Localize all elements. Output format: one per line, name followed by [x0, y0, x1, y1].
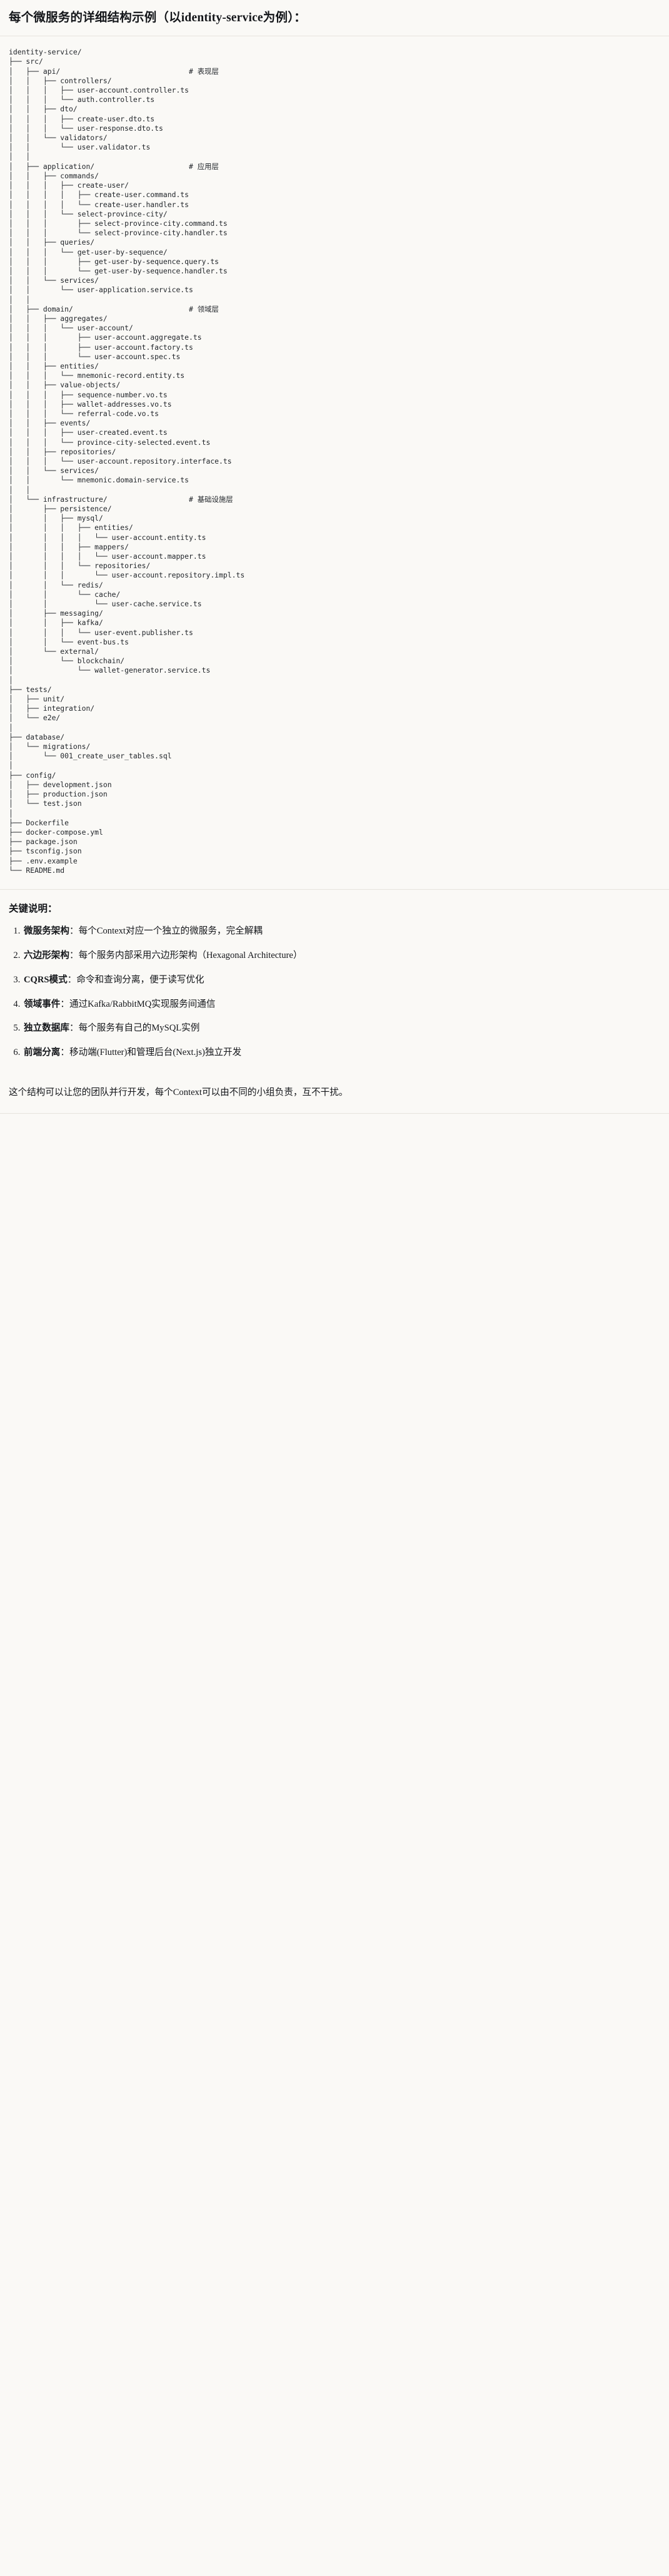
- key-point-item: 六边形架构：每个服务内部采用六边形架构（Hexagonal Architectu…: [23, 949, 660, 963]
- key-point-term: 微服务架构: [24, 925, 69, 936]
- page-title: 每个微服务的详细结构示例（以identity-service为例）：: [9, 11, 306, 24]
- directory-tree-block: identity-service/ ├── src/ │ ├── api/ # …: [0, 36, 669, 889]
- divider-bottom: [0, 1112, 669, 1114]
- key-point-description: ：每个Context对应一个独立的微服务，完全解耦: [69, 925, 263, 936]
- key-point-term: 六边形架构: [24, 950, 69, 960]
- key-points-list: 微服务架构：每个Context对应一个独立的微服务，完全解耦六边形架构：每个服务…: [9, 925, 660, 1060]
- closing-paragraph: 这个结构可以让您的团队并行开发，每个Context可以由不同的小组负责，互不干扰…: [9, 1087, 348, 1098]
- key-point-description: ：通过Kafka/RabbitMQ实现服务间通信: [60, 999, 216, 1009]
- key-point-item: 独立数据库：每个服务有自己的MySQL实例: [23, 1022, 660, 1036]
- key-point-item: CQRS模式：命令和查询分离，便于读写优化: [23, 974, 660, 987]
- key-point-term: CQRS模式: [24, 974, 68, 985]
- key-point-item: 前端分离：移动端(Flutter)和管理后台(Next.js)独立开发: [23, 1046, 660, 1060]
- divider-middle: [0, 888, 669, 890]
- key-point-item: 微服务架构：每个Context对应一个独立的微服务，完全解耦: [23, 925, 660, 939]
- key-point-description: ：移动端(Flutter)和管理后台(Next.js)独立开发: [60, 1047, 242, 1058]
- key-points-section: 关键说明： 微服务架构：每个Context对应一个独立的微服务，完全解耦六边形架…: [0, 890, 669, 1074]
- key-point-description: ：命令和查询分离，便于读写优化: [67, 974, 204, 985]
- key-point-description: ：每个服务内部采用六边形架构（Hexagonal Architecture）: [69, 950, 303, 960]
- key-point-description: ：每个服务有自己的MySQL实例: [69, 1023, 200, 1034]
- key-point-term: 前端分离: [24, 1047, 61, 1058]
- document-page: 每个微服务的详细结构示例（以identity-service为例）： ident…: [0, 0, 669, 1114]
- key-point-item: 领域事件：通过Kafka/RabbitMQ实现服务间通信: [23, 998, 660, 1012]
- directory-tree: identity-service/ ├── src/ │ ├── api/ # …: [9, 48, 245, 875]
- key-point-term: 独立数据库: [24, 1023, 69, 1034]
- key-point-term: 领域事件: [24, 999, 61, 1009]
- key-points-heading: 关键说明：: [9, 903, 58, 914]
